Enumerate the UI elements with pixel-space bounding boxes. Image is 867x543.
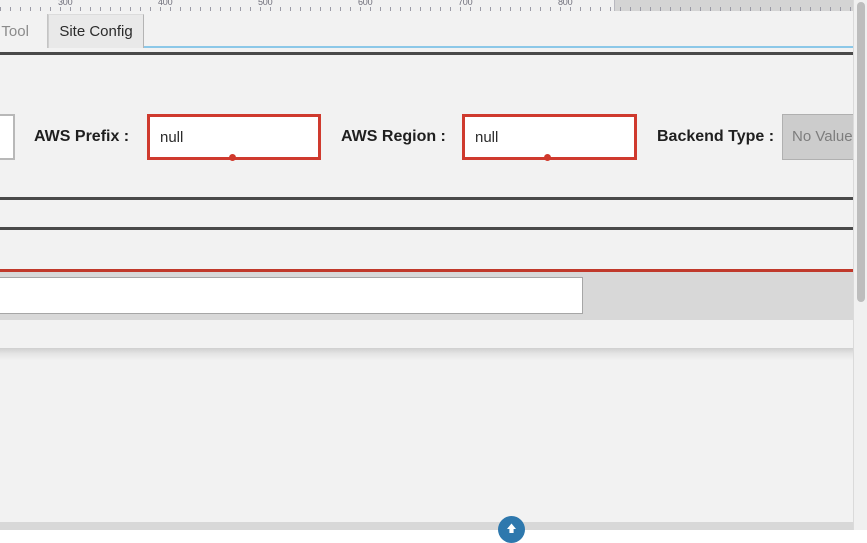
search-input[interactable] [0, 277, 583, 314]
backend-type-select[interactable]: No Value [782, 114, 867, 160]
ruler-inactive-region [615, 0, 867, 11]
footer-band [0, 522, 853, 530]
divider-bottom [0, 227, 853, 230]
aws-region-label: AWS Region : [341, 128, 446, 145]
divider-middle [0, 197, 853, 200]
vertical-scrollbar-thumb[interactable] [857, 2, 865, 302]
ruler-label: 500 [258, 0, 273, 7]
aws-region-error-dot [544, 154, 551, 161]
empty-content-area [0, 360, 853, 523]
aws-prefix-label: AWS Prefix : [34, 128, 130, 145]
tab-strip: y Tool Site Config [0, 11, 867, 48]
ruler-active-region [0, 0, 615, 11]
config-form-row: AWS Prefix : AWS Region : Backend Type :… [0, 56, 867, 196]
aws-region-input[interactable] [462, 114, 637, 160]
search-band [0, 272, 853, 320]
lower-panel [0, 320, 853, 349]
ruler-label: 800 [558, 0, 573, 7]
error-divider [0, 269, 853, 272]
tab-query-tool[interactable]: y Tool [0, 14, 48, 48]
tab-query-tool-label: y Tool [0, 22, 29, 40]
truncated-left-input[interactable] [0, 114, 15, 160]
ruler-label: 700 [458, 0, 473, 7]
aws-prefix-error-dot [229, 154, 236, 161]
backend-type-label: Backend Type : [657, 128, 775, 145]
panel-shadow [0, 348, 853, 360]
vertical-scrollbar[interactable] [853, 0, 867, 530]
main-content: AWS Prefix : AWS Region : Backend Type :… [0, 48, 867, 530]
ruler-label: 400 [158, 0, 173, 7]
aws-prefix-input[interactable] [147, 114, 321, 160]
tab-site-config-label: Site Config [59, 23, 133, 40]
tab-site-config[interactable]: Site Config [48, 14, 144, 48]
ruler-label: 600 [358, 0, 373, 7]
ruler-label: 300 [58, 0, 73, 7]
divider-top [0, 52, 853, 55]
